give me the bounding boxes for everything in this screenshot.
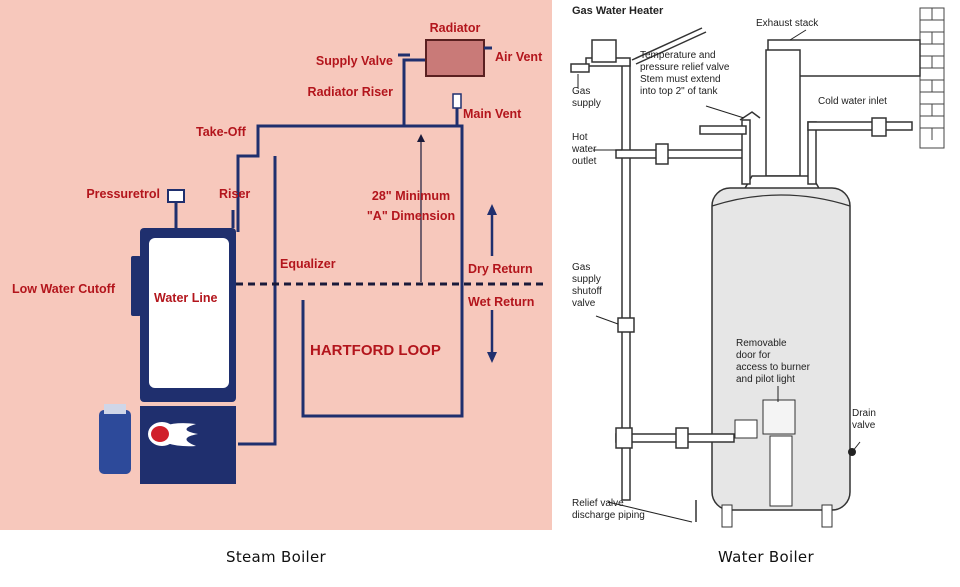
radiator-riser-pipe	[402, 58, 426, 126]
label-tp-valve-3: Stem must extend	[640, 74, 721, 85]
label-hot-water-3: outlet	[572, 156, 597, 167]
label-shutoff-4: valve	[572, 298, 596, 309]
low-water-cutoff-device	[131, 256, 141, 316]
water-heater-piping	[570, 27, 913, 522]
steam-boiler-diagram: Radiator Supply Valve Air Vent Radiator …	[0, 0, 552, 530]
label-wet-return: Wet Return	[468, 295, 534, 309]
label-relief-1: Relief valve	[572, 498, 624, 509]
water-heater-diagram: Gas Water Heater Exhaust stack Temperatu…	[570, 5, 945, 528]
riser-pipe	[236, 124, 464, 418]
label-pressuretrol: Pressuretrol	[86, 187, 160, 201]
label-door-2: door for	[736, 350, 771, 361]
label-door-1: Removable	[736, 338, 787, 349]
label-cold-water-inlet: Cold water inlet	[818, 96, 887, 107]
label-door-3: access to burner	[736, 362, 811, 373]
label-tp-valve-2: pressure relief valve	[640, 62, 730, 73]
label-tp-valve-4: into top 2" of tank	[640, 86, 718, 97]
main-vent	[452, 93, 462, 109]
label-door-4: and pilot light	[736, 374, 795, 385]
label-radiator: Radiator	[430, 21, 481, 35]
label-drain-1: Drain	[852, 408, 876, 419]
label-radiator-riser: Radiator Riser	[308, 85, 394, 99]
label-supply-valve: Supply Valve	[316, 54, 393, 68]
boiler-water-chamber	[149, 238, 229, 388]
label-hot-water-2: water	[571, 144, 597, 155]
dimension-arrow-head	[417, 134, 425, 142]
label-hartford-loop: HARTFORD LOOP	[310, 342, 441, 359]
label-shutoff-2: supply	[572, 274, 601, 285]
label-main-vent: Main Vent	[463, 107, 522, 121]
steam-piping	[236, 53, 464, 446]
label-tp-valve-1: Temperature and	[640, 50, 716, 61]
label-relief-2: discharge piping	[572, 510, 645, 521]
label-low-water-cutoff: Low Water Cutoff	[12, 282, 116, 296]
flow-arrow-up-icon	[487, 204, 497, 256]
label-air-vent: Air Vent	[495, 50, 543, 64]
gas-valve-cap	[104, 404, 126, 414]
label-gas-water-heater: Gas Water Heater	[572, 5, 664, 17]
gas-valve-body	[99, 410, 131, 474]
exhaust-stack	[742, 39, 921, 191]
label-water-line: Water Line	[154, 291, 217, 305]
label-equalizer: Equalizer	[280, 257, 336, 271]
label-gas-supply-2: supply	[572, 98, 601, 109]
label-take-off: Take-Off	[196, 125, 247, 139]
flow-arrow-down-icon	[487, 310, 497, 363]
equalizer-pipe	[238, 156, 277, 446]
label-dimension-line1: 28" Minimum	[372, 189, 450, 203]
caption-water-boiler: Water Boiler	[718, 548, 814, 566]
brick-wall	[919, 7, 945, 149]
label-exhaust-stack: Exhaust stack	[756, 18, 819, 29]
label-hot-water-1: Hot	[572, 132, 588, 143]
burner-flame-icon	[148, 422, 198, 447]
label-shutoff-3: shutoff	[572, 286, 602, 297]
label-drain-2: valve	[852, 420, 876, 431]
label-dimension-line2: "A" Dimension	[367, 209, 455, 223]
pressuretrol-device	[167, 189, 185, 203]
label-shutoff-1: Gas	[572, 262, 590, 273]
radiator	[425, 39, 485, 77]
label-dry-return: Dry Return	[468, 262, 533, 276]
label-gas-supply-1: Gas	[572, 86, 590, 97]
label-riser: Riser	[219, 187, 250, 201]
leader-lines	[577, 29, 861, 523]
caption-steam-boiler: Steam Boiler	[226, 548, 327, 566]
water-heater-tank	[711, 187, 856, 528]
